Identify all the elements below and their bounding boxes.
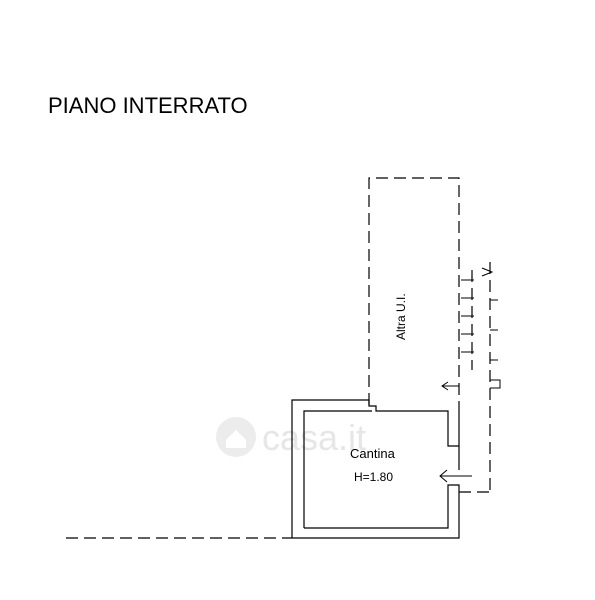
altra-ui-label: Altra U.I. — [394, 293, 408, 340]
altra-ui-outline — [368, 177, 460, 412]
watermark-text: casa.it — [262, 417, 366, 458]
entry-arrows — [439, 381, 472, 483]
stair-lines — [459, 262, 501, 493]
watermark: casa.it — [216, 417, 366, 458]
cantina-walls — [291, 399, 460, 539]
cantina-height-label: H=1.80 — [354, 470, 393, 484]
plan-title: PIANO INTERRATO — [48, 93, 248, 118]
cantina-label: Cantina — [350, 446, 396, 461]
